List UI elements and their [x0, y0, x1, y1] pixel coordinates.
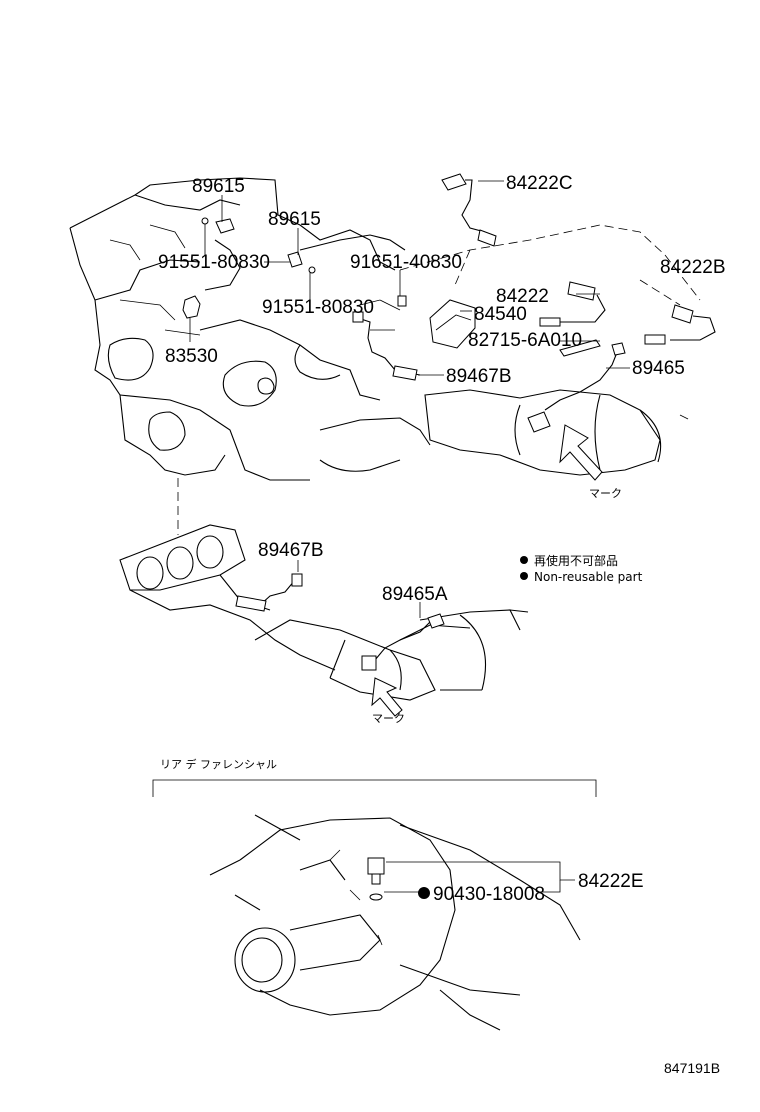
- mark-label-mid: マーク: [372, 712, 405, 725]
- sensor-parts: [182, 173, 716, 901]
- callout-89615-right: 89615: [268, 209, 321, 230]
- leader-lines: [152, 180, 681, 893]
- legend-bullet-icon-en: [520, 572, 528, 580]
- legend: 再使用不可部品 Non-reusable part: [520, 553, 643, 584]
- legend-text-en: Non-reusable part: [534, 570, 643, 584]
- callout-84222b: 84222B: [660, 257, 726, 278]
- section-label: リア デ ファレンシャル: [160, 757, 277, 771]
- callout-89465: 89465: [632, 358, 685, 379]
- callout-89615-left: 89615: [192, 176, 245, 197]
- callout-84540: 84540: [474, 304, 527, 325]
- callout-84222: 84222: [496, 286, 549, 307]
- mark-arrows: [371, 424, 603, 717]
- non-reusable-bullet-icon: [418, 887, 430, 899]
- callout-89467b-mid: 89467B: [258, 540, 324, 561]
- rear-differential-drawing: [209, 814, 581, 1031]
- exhaust-manifold-drawing: [119, 524, 529, 701]
- legend-text-jp: 再使用不可部品: [534, 553, 618, 568]
- mark-label-top: マーク: [589, 487, 622, 500]
- callout-82715: 82715-6A010: [468, 330, 582, 351]
- callout-89467b-top: 89467B: [446, 366, 512, 387]
- callout-91551-upper: 91551-80830: [158, 252, 270, 273]
- callout-83530: 83530: [165, 346, 218, 367]
- callout-91651: 91651-40830: [350, 252, 462, 273]
- callout-90430: 90430-18008: [433, 884, 545, 905]
- callout-84222c: 84222C: [506, 173, 573, 194]
- callout-89465a: 89465A: [382, 584, 448, 605]
- figure-code: 847191B: [664, 1060, 720, 1076]
- engine-block-drawing: [69, 177, 701, 535]
- callout-91551-lower: 91551-80830: [262, 297, 374, 318]
- callout-84222e: 84222E: [578, 871, 644, 892]
- legend-bullet-icon-jp: [520, 556, 528, 564]
